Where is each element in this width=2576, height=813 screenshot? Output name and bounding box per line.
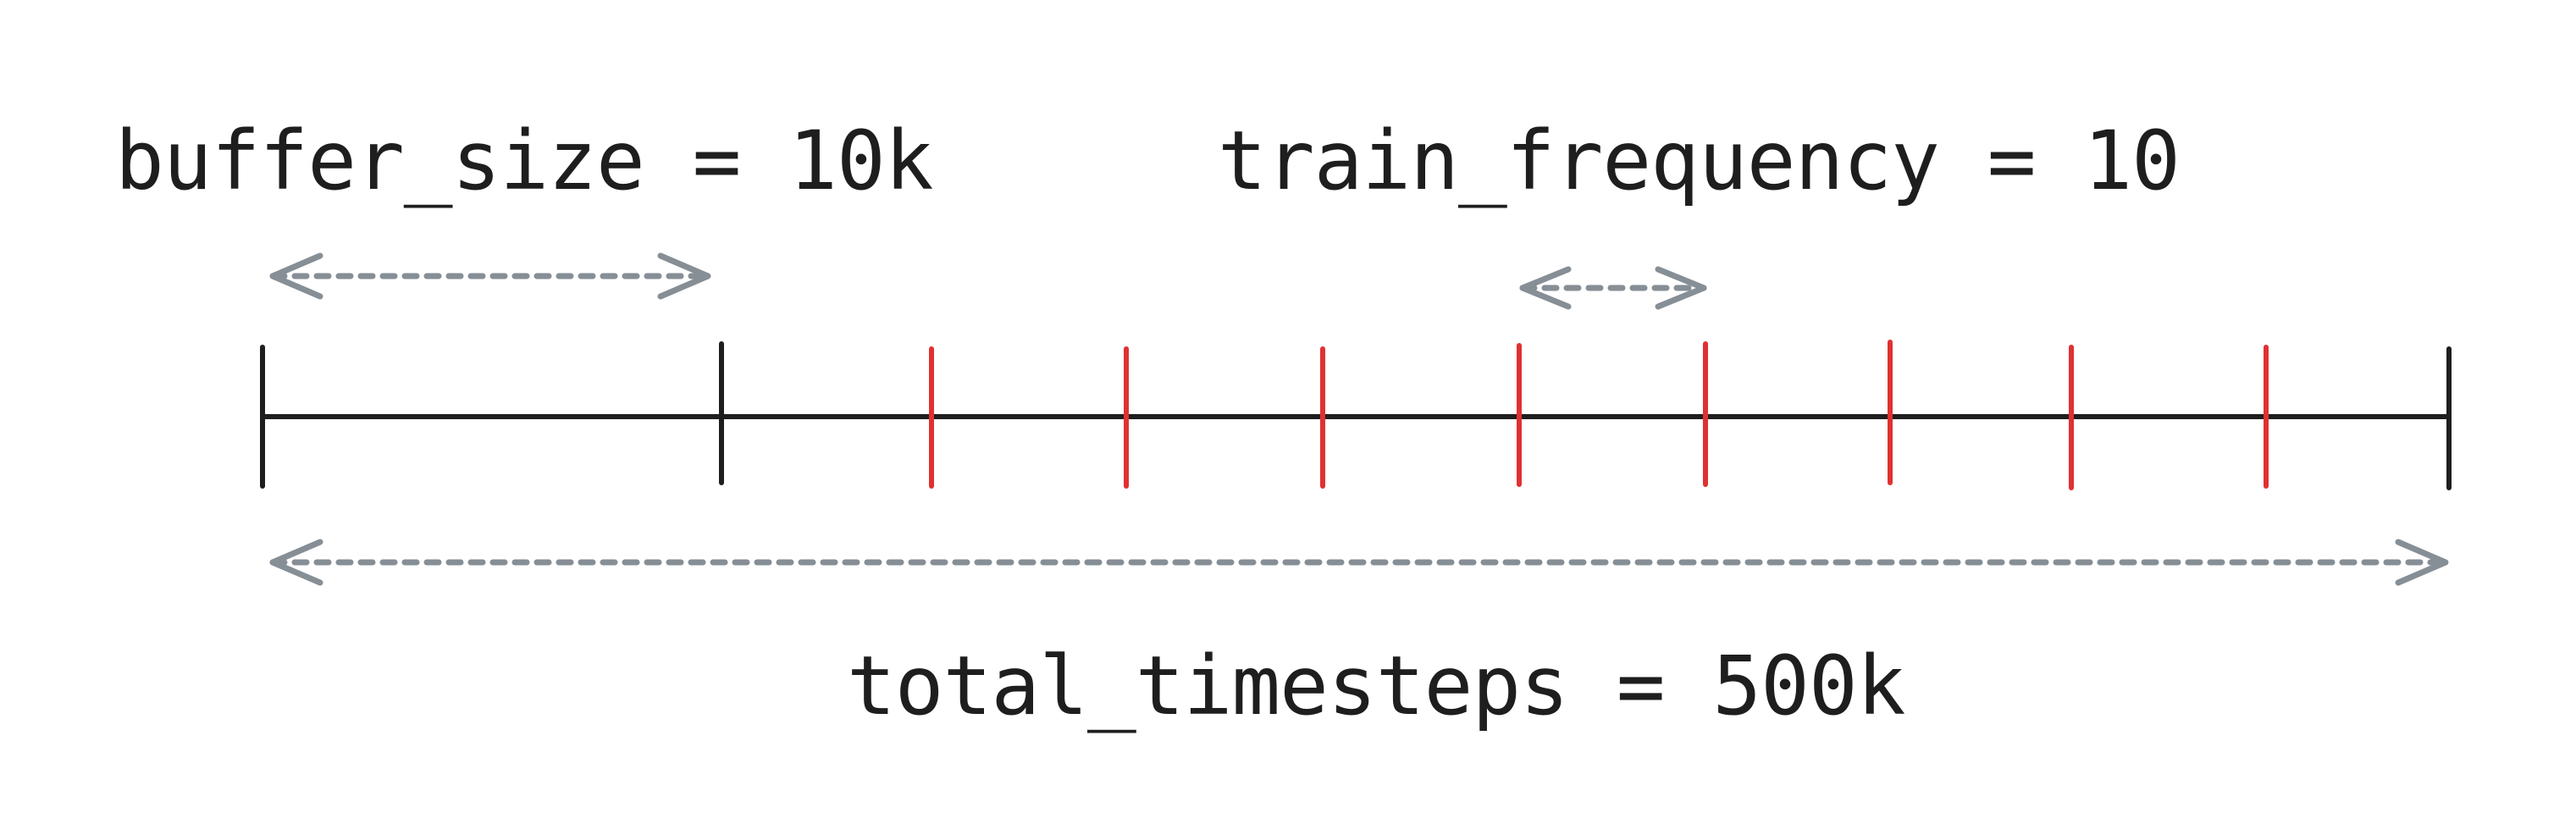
total-timesteps-label: total_timesteps = 500k: [847, 639, 1906, 733]
total-span-right-arrowhead: [2395, 539, 2449, 586]
buffer-size-span-arrow: [269, 252, 711, 300]
train-span-left-arrowhead: [1519, 266, 1572, 310]
train-frequency-span-arrow: [1519, 266, 1707, 310]
buffer-size-label: buffer_size = 10k: [115, 113, 934, 208]
buffer-span-right-arrowhead: [657, 252, 711, 300]
total-timesteps-span-arrow: [269, 539, 2449, 586]
train-frequency-label: train_frequency = 10: [1218, 113, 2181, 208]
buffer-span-left-arrowhead: [269, 252, 323, 300]
train-span-right-arrowhead: [1655, 266, 1707, 310]
total-span-left-arrowhead: [269, 539, 323, 586]
